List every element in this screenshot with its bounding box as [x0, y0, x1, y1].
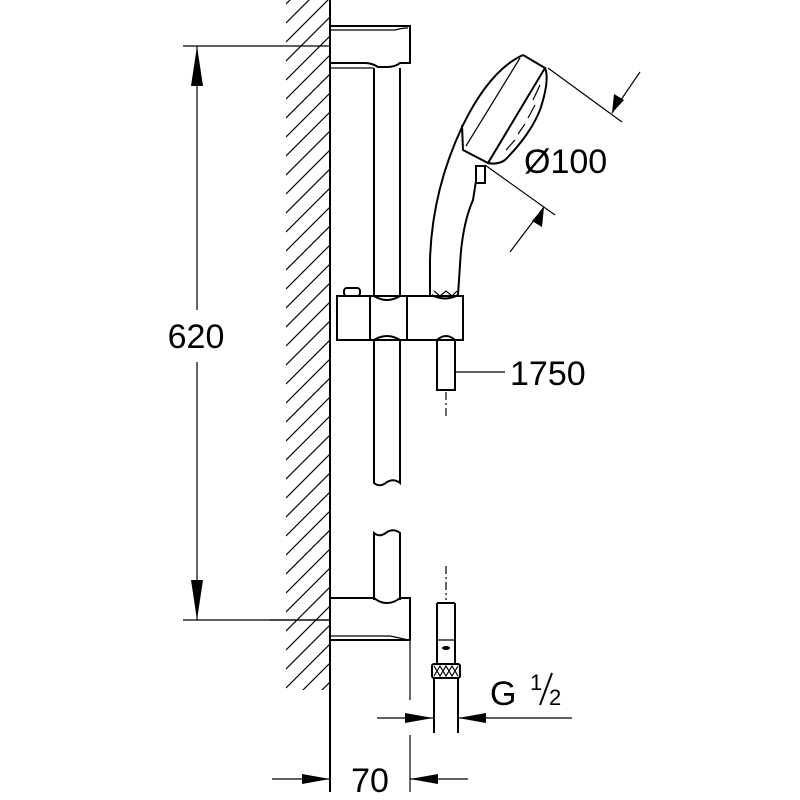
- hatch-line: [286, 586, 330, 632]
- shower-hose: 1750: [436, 340, 586, 416]
- hatch-line: [286, 206, 330, 252]
- hatch-line: [286, 54, 330, 100]
- head-diameter-dimension: Ø100: [484, 67, 641, 253]
- hatch-line: [286, 624, 330, 670]
- hatch-line: [286, 187, 330, 233]
- hatch-line: [286, 567, 330, 613]
- thread-dimension: G 1 2: [377, 670, 572, 723]
- rail-height-label: 620: [168, 318, 225, 356]
- wall-hatching: [286, 0, 330, 764]
- hatch-line: [286, 643, 330, 689]
- wall-distance-dimension: 70: [272, 640, 468, 800]
- hatch-line: [286, 244, 330, 290]
- hatch-line: [286, 605, 330, 651]
- hatch-line: [302, 662, 330, 690]
- hatch-line: [286, 548, 330, 594]
- hatch-line: [286, 529, 330, 575]
- hatch-line: [286, 225, 330, 271]
- thread-g-label: G: [490, 675, 516, 713]
- hatch-line: [286, 16, 330, 62]
- hatch-line: [286, 434, 330, 480]
- hatch-line: [286, 168, 330, 214]
- thread-denominator: 2: [549, 685, 561, 710]
- hatch-line: [286, 396, 330, 442]
- hatch-line: [286, 130, 330, 176]
- hatch-line: [286, 282, 330, 328]
- rail-height-dimension: 620: [168, 45, 330, 621]
- top-wall-bracket: [330, 25, 411, 68]
- bottom-wall-bracket: [270, 597, 411, 641]
- hatch-line: [286, 111, 330, 157]
- rail-slider: [336, 287, 464, 341]
- hatch-line: [321, 681, 330, 690]
- hatch-line: [286, 491, 330, 537]
- hatch-line: [286, 301, 330, 347]
- hatch-line: [286, 720, 330, 764]
- hatch-line: [286, 320, 330, 366]
- hatch-line: [286, 358, 330, 404]
- hatch-line: [286, 510, 330, 556]
- hatch-line: [286, 377, 330, 423]
- wall-distance-label: 70: [351, 762, 389, 800]
- hatch-line: [286, 35, 330, 81]
- hatch-line: [286, 263, 330, 309]
- hatch-line: [286, 92, 330, 138]
- hose-connector: [431, 566, 461, 733]
- hatch-line: [286, 339, 330, 385]
- hatch-line: [286, 0, 310, 24]
- shower-rail: [330, 67, 401, 600]
- hose-length-label: 1750: [510, 355, 586, 393]
- hatch-line: [286, 73, 330, 119]
- hatch-line: [286, 0, 329, 43]
- hatch-line: [286, 453, 330, 499]
- thread-numerator: 1: [530, 670, 542, 695]
- hatch-line: [286, 415, 330, 461]
- hand-shower: [429, 54, 548, 300]
- head-diameter-label: Ø100: [524, 143, 607, 181]
- hatch-line: [286, 472, 330, 518]
- hatch-line: [286, 149, 330, 195]
- hatch-line: [286, 701, 330, 745]
